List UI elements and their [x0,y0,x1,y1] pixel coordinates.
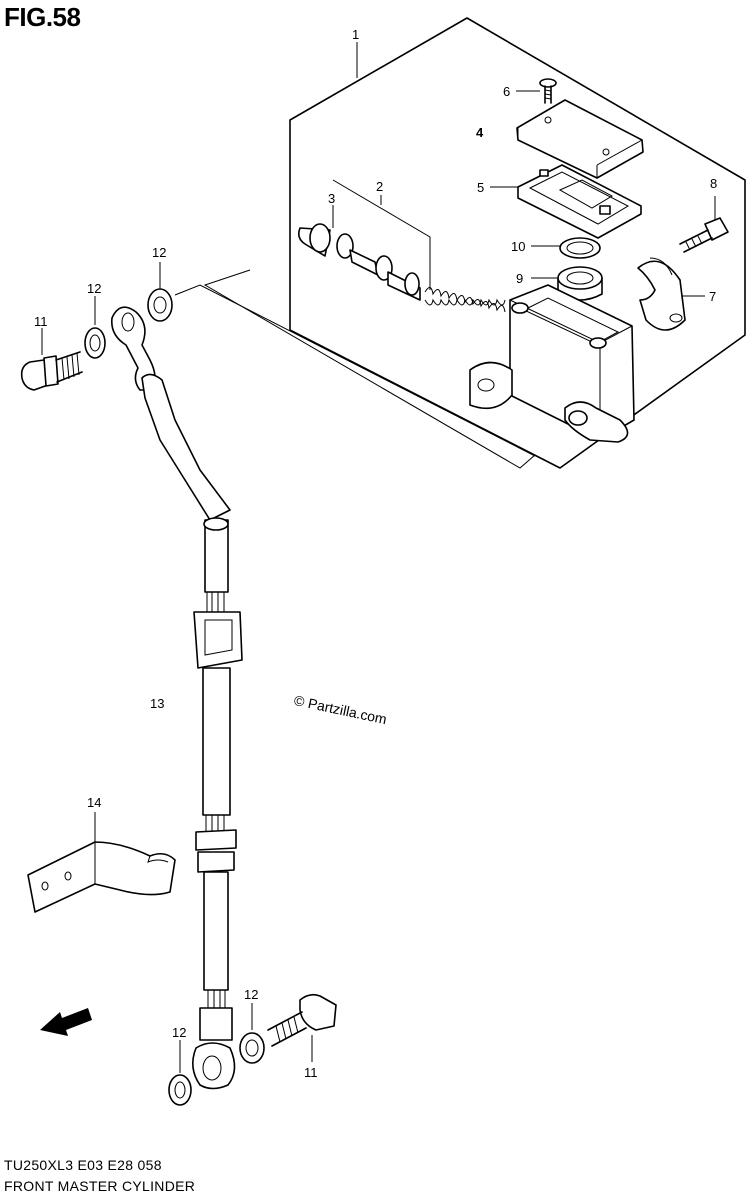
callout-part-7: 7 [709,289,717,304]
callout-part-12-c: 12 [244,987,259,1002]
callout-part-8: 8 [710,176,718,191]
callout-part-12-a: 12 [87,281,102,296]
banjo-bolt-lower-part-11 [267,993,337,1047]
callout-part-2: 2 [376,179,384,194]
model-code: TU250XL3 E03 E28 058 [4,1157,162,1173]
diaphragm-part-5 [517,164,642,239]
callout-part-9: 9 [516,271,524,286]
figure-title: FIG.58 [4,2,81,32]
callout-part-12-b: 12 [152,245,167,260]
callout-part-12-d: 12 [172,1025,187,1040]
callout-part-5: 5 [477,180,485,195]
o-ring-part-10 [559,237,601,259]
section-name: FRONT MASTER CYLINDER [4,1178,196,1194]
callout-part-6: 6 [503,84,511,99]
callout-part-10: 10 [511,239,526,254]
bolt-part-8 [679,217,729,253]
piston-assembly-part-2 [298,223,506,313]
washer-part-12-c [239,1032,265,1064]
callout-part-11-upper: 11 [34,314,48,329]
master-cylinder-body [469,284,635,443]
washer-part-12-a [84,327,106,359]
callout-part-4: 4 [476,125,484,140]
fwd-arrow-icon [40,1008,92,1036]
assembly-box-outline [174,17,746,469]
banjo-bolt-upper-part-11 [20,351,83,391]
callout-part-3: 3 [328,191,336,206]
callout-part-11-lower: 11 [304,1065,318,1080]
callout-part-14: 14 [87,795,102,810]
washer-part-12-d [168,1074,192,1106]
screw-part-6 [539,78,557,104]
callout-part-1: 1 [352,27,360,42]
clamp-part-7 [637,257,686,331]
bracket-part-14 [27,841,176,913]
washer-part-12-b [147,288,173,322]
callout-part-13: 13 [150,696,165,711]
reservoir-cap-part-4 [516,99,644,179]
brake-hose-part-13 [110,306,243,1090]
